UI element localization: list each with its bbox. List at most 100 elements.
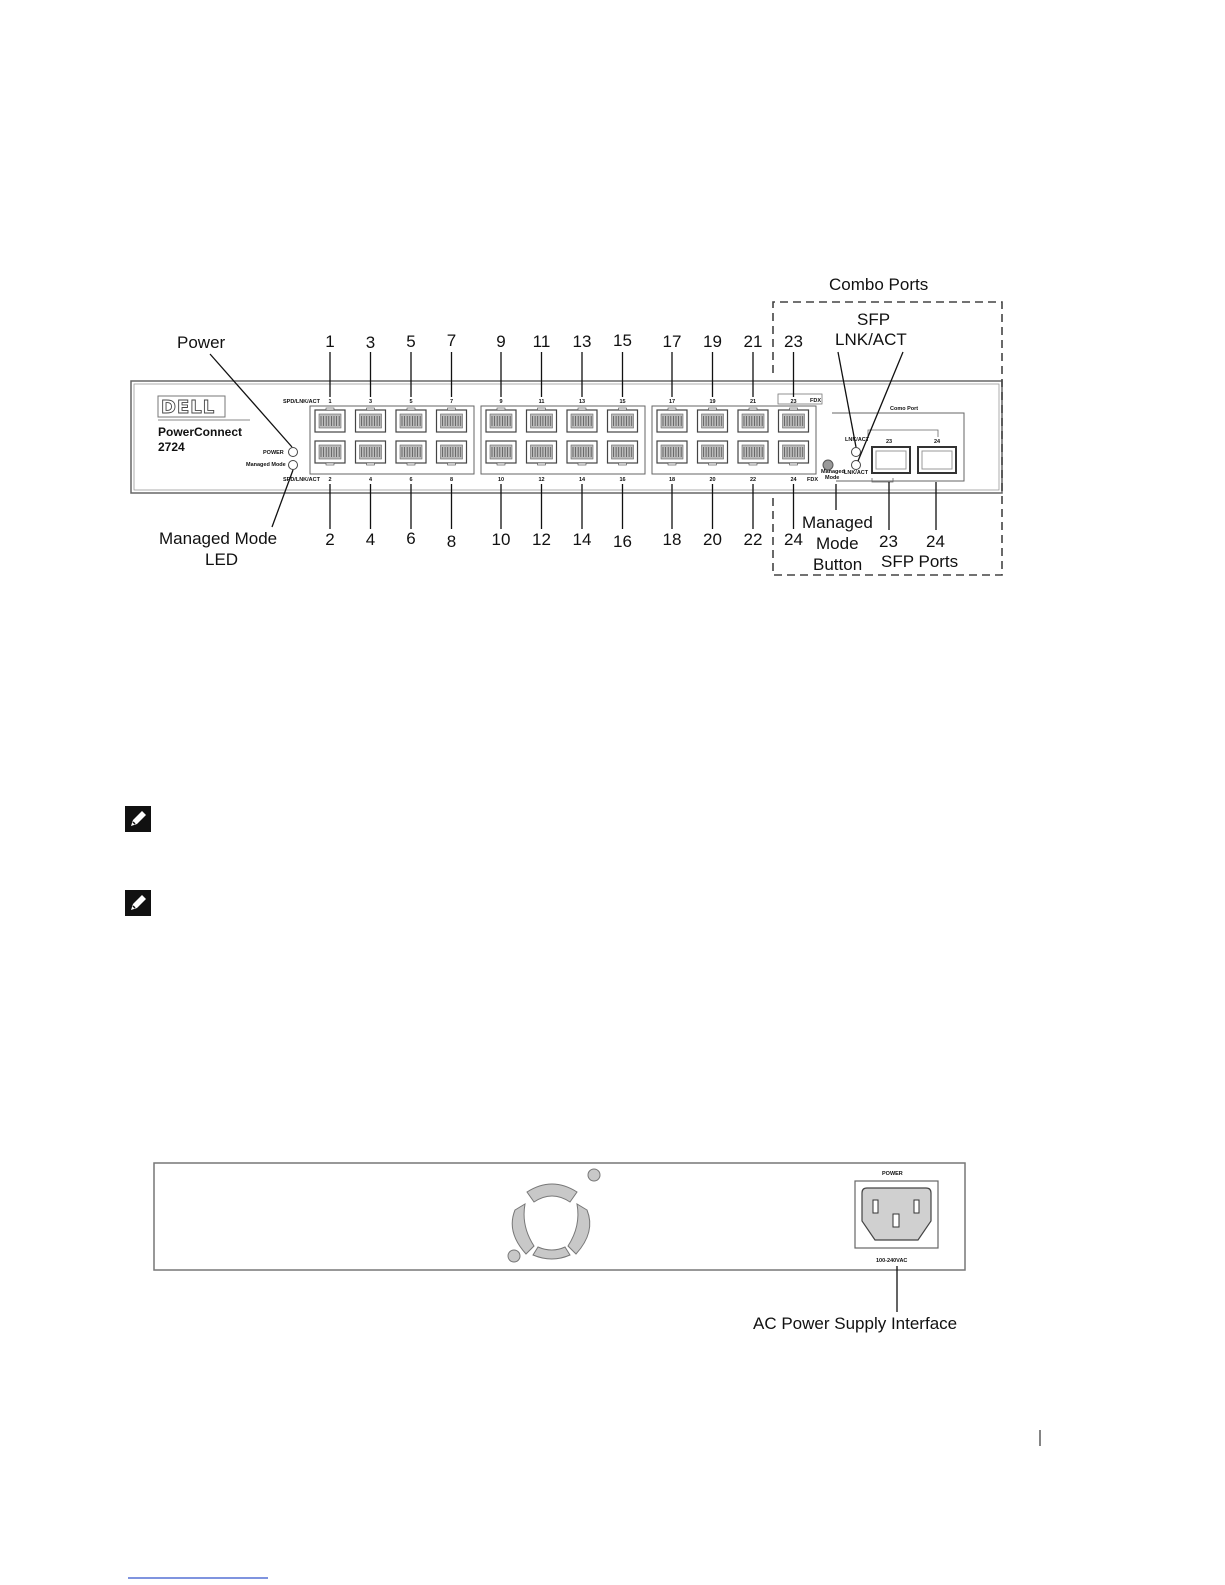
rj45-port[interactable]: [656, 407, 688, 433]
sfp-port-23-inner: [875, 450, 907, 470]
callout-combo-ports: Combo Ports: [829, 275, 928, 294]
rj45-port[interactable]: [525, 407, 558, 433]
rj45-port[interactable]: [656, 440, 688, 466]
spd-top-label: SPD/LNK/ACT: [283, 399, 321, 405]
back-power-label: POWER: [882, 1171, 903, 1177]
rj45-port[interactable]: [395, 407, 427, 433]
callout-ac-power-supply: AC Power Supply Interface: [753, 1314, 957, 1333]
panel-port-number: 20: [709, 477, 715, 483]
rj45-port[interactable]: [737, 440, 769, 466]
panel-port-number: 2: [328, 477, 331, 483]
dell-logo-box: [157, 395, 226, 418]
callout-managed-mode-led-1: Managed Mode: [159, 529, 277, 548]
model-name: PowerConnect: [158, 425, 242, 439]
note-pencil-icon: [125, 806, 151, 832]
power-led-label: POWER: [263, 450, 284, 456]
rj45-port[interactable]: [566, 440, 598, 466]
callout-port-number: 7: [447, 331, 456, 350]
fdx-top-label: FDX: [810, 398, 821, 404]
rj45-port[interactable]: [314, 407, 346, 433]
panel-port-number: 19: [709, 399, 715, 405]
rj45-port[interactable]: [566, 407, 598, 433]
panel-port-number: 16: [619, 477, 625, 483]
panel-port-number: 3: [369, 399, 372, 405]
combo-led-bottom-label: LNK/ACT: [844, 470, 869, 476]
callout-port-number: 13: [573, 332, 592, 351]
socket-pin-right: [913, 1199, 920, 1214]
rj45-port[interactable]: [696, 440, 729, 466]
rj45-port[interactable]: [696, 407, 729, 433]
panel-port-number: 24: [790, 477, 797, 483]
rj45-port[interactable]: [354, 440, 387, 466]
panel-port-number: 11: [539, 399, 545, 405]
panel-port-number: 18: [669, 477, 675, 483]
callout-managed-mode-led-2: LED: [205, 550, 238, 569]
rj45-port[interactable]: [606, 440, 639, 466]
callout-port-number: 24: [784, 530, 803, 549]
leader-managed-mode-led: [271, 469, 294, 528]
panel-port-number: 7: [450, 399, 453, 405]
model-number: 2724: [158, 440, 185, 454]
back-panel: [153, 1162, 966, 1271]
callout-port-number: 23: [784, 332, 803, 351]
panel-port-number: 10: [498, 477, 504, 483]
rj45-port[interactable]: [485, 407, 517, 433]
port-group-2: [480, 405, 646, 475]
rj45-port[interactable]: [435, 407, 468, 433]
combo-led-top-label: LNK/ACT: [845, 437, 870, 443]
port-group-1: [309, 405, 475, 475]
rj45-port[interactable]: [525, 440, 558, 466]
rj45-port[interactable]: [606, 407, 639, 433]
panel-port-number: 4: [369, 477, 373, 483]
power-led: [288, 447, 298, 457]
callout-port-number: 2: [325, 530, 334, 549]
dell-logo: DELL: [161, 397, 215, 418]
rj45-port[interactable]: [777, 440, 810, 466]
panel-port-number: 5: [409, 399, 412, 405]
rj45-port[interactable]: [395, 440, 427, 466]
fan-vent-icon: [507, 1168, 601, 1263]
sfp-bracket: [871, 478, 894, 483]
leader-sfp-led-bottom: [857, 351, 904, 462]
socket-pin-left: [872, 1199, 879, 1214]
rj45-port[interactable]: [354, 407, 387, 433]
panel-port-number: 8: [450, 477, 453, 483]
panel-port-number: 12: [538, 477, 544, 483]
panel-port-number: 9: [499, 399, 502, 405]
managed-mode-button-label-1: Managed: [821, 469, 845, 475]
panel-port-number: 17: [669, 399, 675, 405]
panel-port-number: 6: [409, 477, 412, 483]
callout-port-number: 10: [492, 530, 511, 549]
callout-port-number: 9: [496, 332, 505, 351]
panel-port-number: 15: [619, 399, 625, 405]
fdx-bottom-label: FDX: [807, 477, 818, 483]
front-panel-inner: [133, 383, 1000, 491]
callout-port-number: 5: [406, 332, 415, 351]
port-leader-lines: [329, 352, 795, 529]
combo-led-top: [851, 447, 861, 457]
fdx-bracket: [777, 393, 823, 405]
callout-port-number: 4: [366, 530, 375, 549]
panel-port-number: 21: [750, 399, 756, 405]
managed-mode-led: [288, 460, 298, 470]
callout-port-number: 18: [663, 530, 682, 549]
callout-port-number: 22: [744, 530, 763, 549]
callout-port-number: 12: [532, 530, 551, 549]
panel-port-number: 22: [750, 477, 756, 483]
panel-port-number: 13: [579, 399, 585, 405]
rj45-ports: [314, 407, 810, 466]
leader-power: [209, 353, 293, 448]
rj45-port[interactable]: [314, 440, 346, 466]
managed-mode-button[interactable]: [822, 459, 834, 471]
rj45-port[interactable]: [777, 407, 810, 433]
note-pencil-icon: [125, 890, 151, 916]
callout-sfp-lnk-act-1: SFP: [857, 310, 890, 329]
combo-led-bottom: [851, 460, 861, 470]
rj45-port[interactable]: [737, 407, 769, 433]
rj45-port[interactable]: [485, 440, 517, 466]
panel-port-number: 14: [579, 477, 586, 483]
rj45-port[interactable]: [435, 440, 468, 466]
